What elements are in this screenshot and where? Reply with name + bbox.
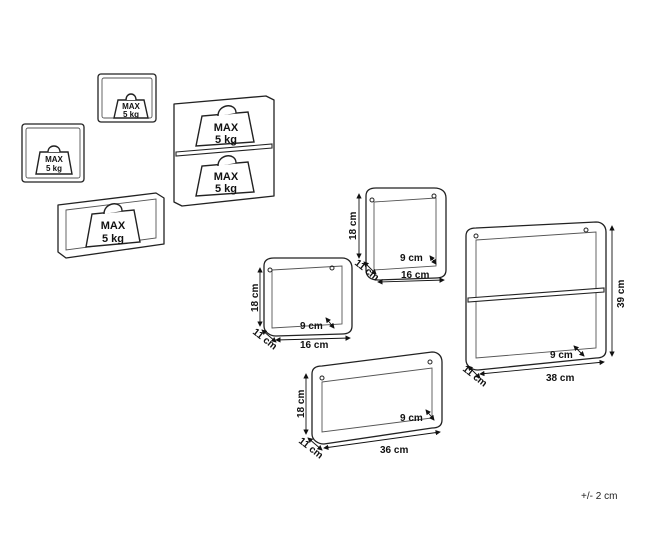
tolerance-note: +/- 2 cm [581, 491, 618, 502]
dim-width-label: 36 cm [380, 445, 408, 456]
dim-height-label: 18 cm [348, 212, 359, 240]
small-cube-weight-left: MAX 5 kg [21, 123, 85, 183]
dim-height-label: 39 cm [616, 280, 627, 308]
weight-label-max: MAX [214, 171, 239, 183]
rectangle-dimensioned: 18 cm 9 cm 11 cm 36 cm [296, 351, 443, 462]
weight-label-kg: 5 kg [215, 183, 237, 195]
weight-label-kg: 5 kg [102, 233, 124, 245]
small-cube-weight-top: MAX 5 kg [97, 73, 157, 123]
dim-height-label: 18 cm [296, 390, 307, 418]
weight-label-kg: 5 kg [215, 134, 237, 146]
tall-double-weight: MAX 5 kg MAX 5 kg [173, 95, 275, 207]
dim-inner-depth-label: 9 cm [400, 253, 423, 264]
dim-width-label: 16 cm [401, 270, 429, 281]
weight-label-kg: 5 kg [123, 110, 139, 119]
weight-label-max: MAX [214, 122, 239, 134]
dim-depth-label: 11 cm [296, 436, 325, 462]
weight-label-max: MAX [101, 220, 126, 232]
dim-width-label: 38 cm [546, 373, 574, 384]
dim-inner-depth-label: 9 cm [550, 350, 573, 361]
weight-label-max: MAX [45, 155, 63, 164]
weight-label-max: MAX [122, 102, 140, 111]
dim-depth-label: 11 cm [460, 364, 489, 390]
dim-height-label: 18 cm [250, 284, 261, 312]
dim-width-label: 16 cm [300, 340, 328, 351]
tall-double-dimensioned: 39 cm 9 cm 11 cm 38 cm [460, 221, 627, 390]
dim-inner-depth-label: 9 cm [400, 413, 423, 424]
small-cube-dimensioned-a: 18 cm 9 cm 11 cm 16 cm [348, 187, 447, 285]
dim-inner-depth-label: 9 cm [300, 321, 323, 332]
rectangle-weight: MAX 5 kg [57, 192, 165, 259]
small-cube-dimensioned-b: 18 cm 9 cm 11 cm 16 cm [250, 257, 353, 353]
weight-label-kg: 5 kg [46, 164, 62, 173]
